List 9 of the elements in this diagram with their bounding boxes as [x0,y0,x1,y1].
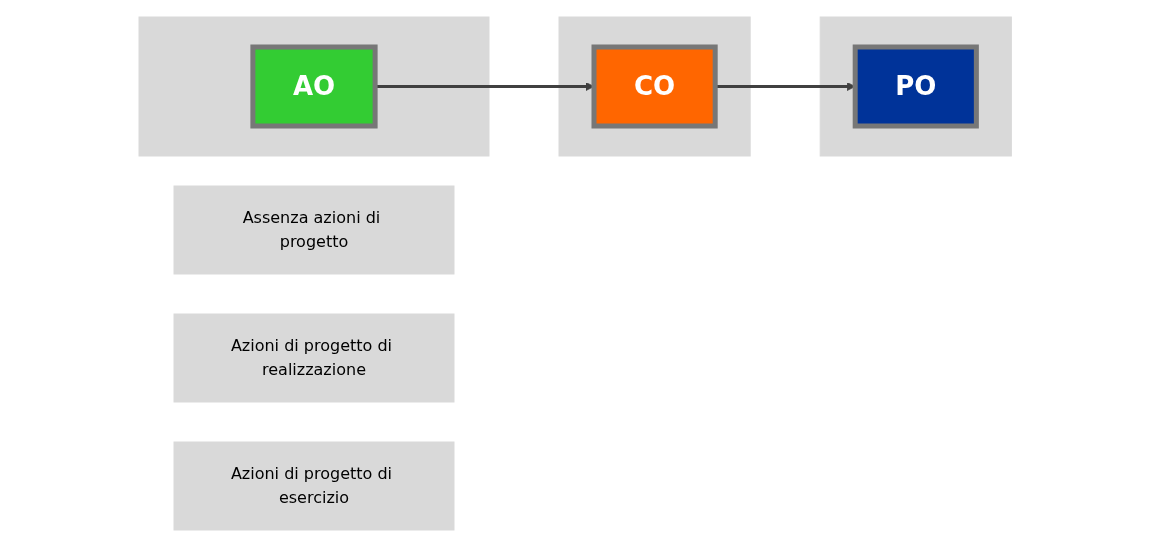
node-box: Azioni di progetto di esercizio [173,441,455,531]
cluster [819,16,1012,157]
node-box: Assenza azioni di progetto [173,185,455,275]
node-box: CO [591,44,718,129]
cluster [138,16,490,157]
cluster [558,16,751,157]
node-box: AO [250,44,378,129]
node-box: Azioni di progetto di realizzazione [173,313,455,403]
node-box: PO [852,44,979,129]
